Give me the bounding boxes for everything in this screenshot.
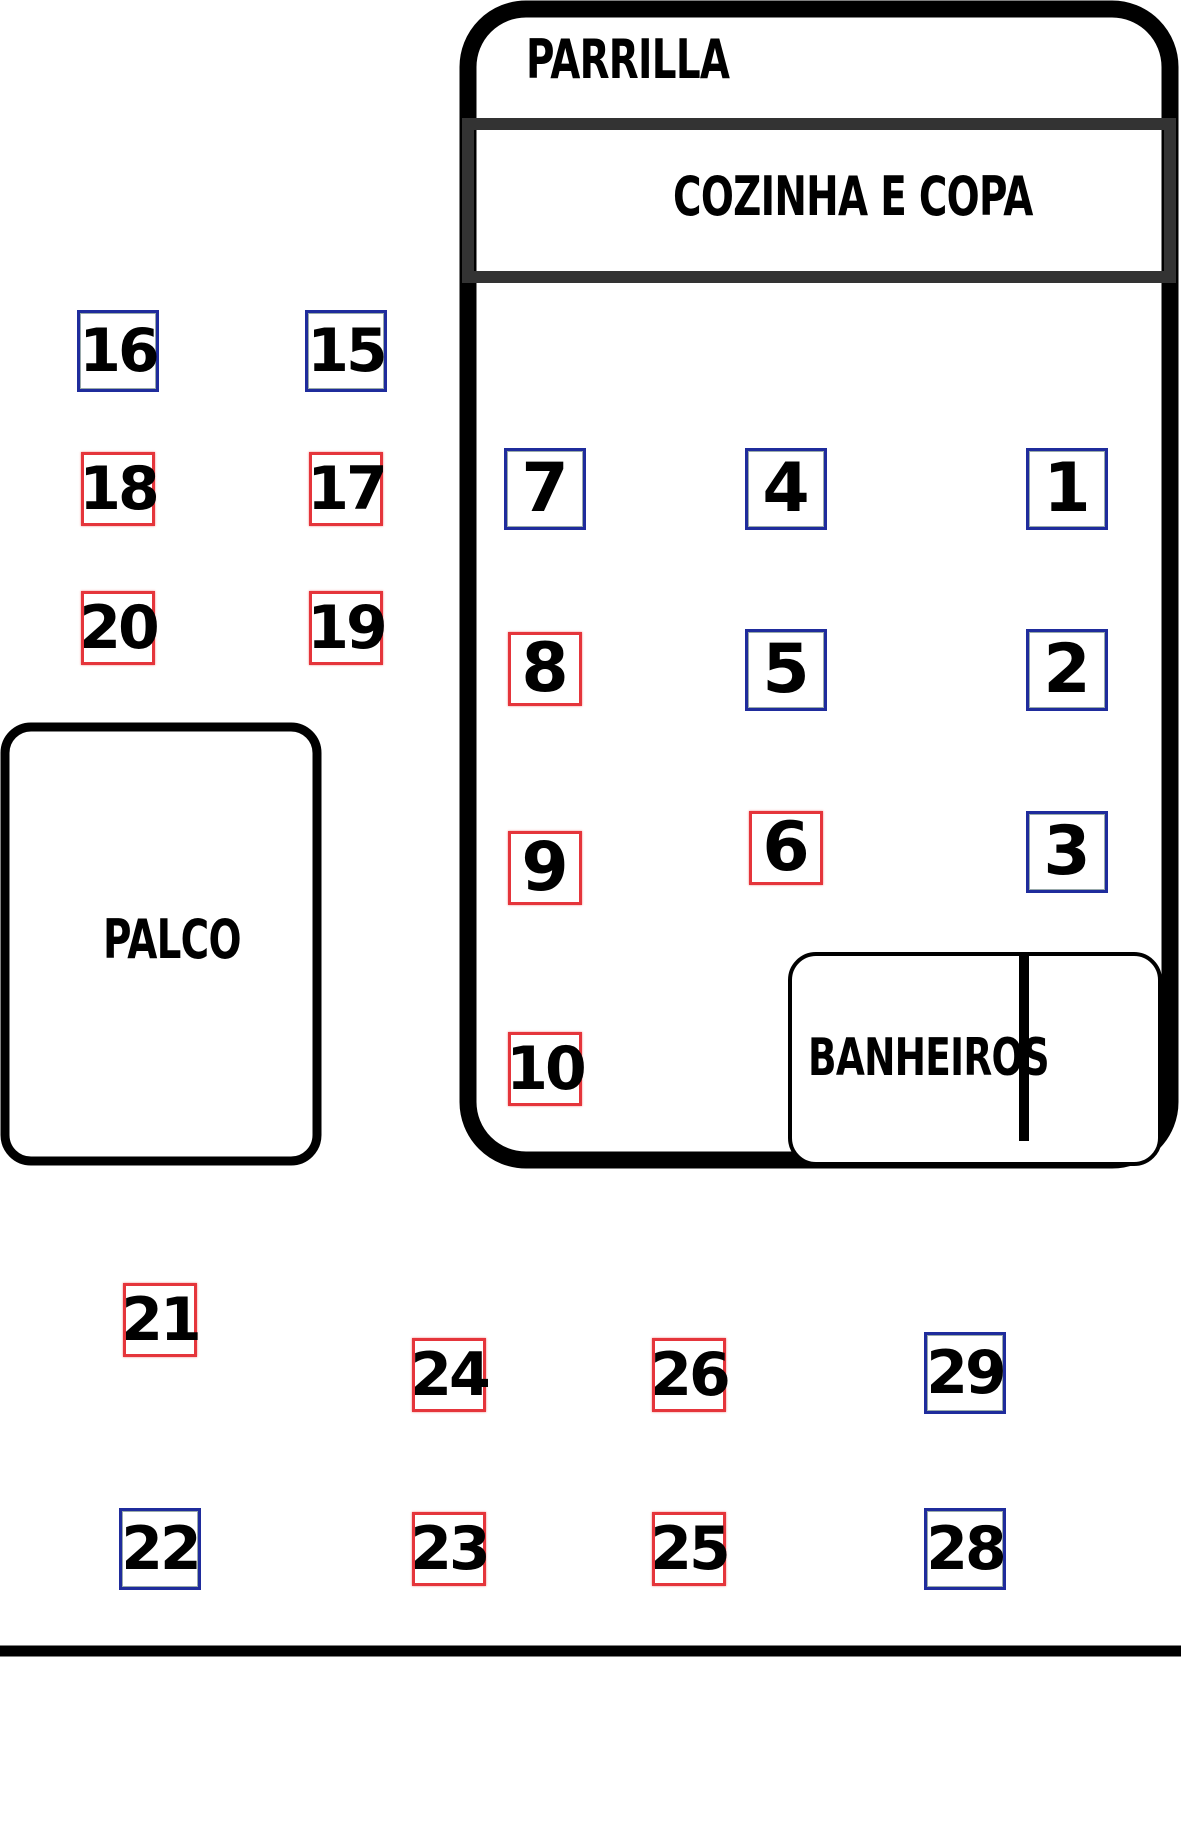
table-29[interactable]: 29 [924, 1332, 1007, 1414]
table-17[interactable]: 17 [307, 452, 388, 526]
table-7[interactable]: 7 [504, 448, 586, 530]
stage-wall [0, 722, 322, 1166]
stage-label: PALCO [103, 908, 242, 971]
restroom-wall [788, 952, 1162, 1166]
table-15[interactable]: 15 [305, 310, 388, 392]
table-28[interactable]: 28 [924, 1508, 1007, 1590]
table-19[interactable]: 19 [307, 591, 388, 665]
table-22[interactable]: 22 [119, 1508, 202, 1590]
table-8[interactable]: 8 [508, 632, 582, 706]
table-25[interactable]: 25 [650, 1512, 731, 1586]
restroom-label: BANHEIROS [808, 1028, 1050, 1088]
table-21[interactable]: 21 [121, 1283, 202, 1357]
table-18[interactable]: 18 [79, 452, 160, 526]
parrilla-label: PARRILLA [526, 28, 730, 91]
table-20[interactable]: 20 [79, 591, 160, 665]
table-24[interactable]: 24 [410, 1338, 491, 1412]
table-2[interactable]: 2 [1026, 629, 1108, 711]
kitchen-wall [462, 118, 1176, 283]
table-4[interactable]: 4 [745, 448, 827, 530]
table-26[interactable]: 26 [650, 1338, 731, 1412]
table-1[interactable]: 1 [1026, 448, 1108, 530]
table-6[interactable]: 6 [749, 811, 823, 885]
table-9[interactable]: 9 [508, 831, 582, 905]
table-3[interactable]: 3 [1026, 811, 1108, 893]
table-23[interactable]: 23 [410, 1512, 491, 1586]
table-16[interactable]: 16 [77, 310, 160, 392]
table-10[interactable]: 10 [506, 1032, 587, 1106]
kitchen-label: COZINHA E COPA [673, 165, 1033, 228]
table-5[interactable]: 5 [745, 629, 827, 711]
